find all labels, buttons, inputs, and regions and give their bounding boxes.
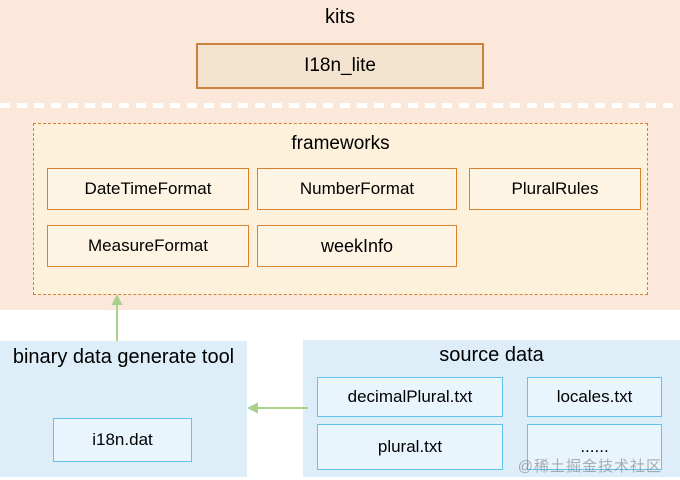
source-box-decimalplural: decimalPlural.txt xyxy=(317,377,503,417)
i18n-dat-box: i18n.dat xyxy=(53,418,192,462)
source-data-title: source data xyxy=(439,344,544,366)
dashed-separator xyxy=(0,103,680,108)
framework-box-numberformat: NumberFormat xyxy=(257,168,457,210)
frameworks-title: frameworks xyxy=(291,133,390,154)
framework-box-measureformat: MeasureFormat xyxy=(47,225,249,267)
framework-box-pluralrules: PluralRules xyxy=(469,168,641,210)
source-box-ellipsis: ...... xyxy=(527,424,662,470)
binary-tool-title: binary data generate tool xyxy=(12,346,235,368)
binary-tool-panel: binary data generate tool i18n.dat xyxy=(0,341,247,477)
source-box-locales: locales.txt xyxy=(527,377,662,417)
watermark-text: @稀土掘金技术社区 xyxy=(517,458,662,475)
framework-box-datetimeformat: DateTimeFormat xyxy=(47,168,249,210)
source-box-plural: plural.txt xyxy=(317,424,503,470)
source-data-panel: source data decimalPlural.txt locales.tx… xyxy=(303,340,680,477)
arrow-left-icon xyxy=(247,402,308,414)
kits-section-title: kits xyxy=(325,6,355,28)
framework-box-weekinfo: weekInfo xyxy=(257,225,457,267)
frameworks-container: frameworks DateTimeFormat NumberFormat P… xyxy=(33,123,648,295)
i18n-lite-box: I18n_lite xyxy=(196,43,484,89)
kits-section: kits I18n_lite frameworks DateTimeFormat… xyxy=(0,0,680,310)
